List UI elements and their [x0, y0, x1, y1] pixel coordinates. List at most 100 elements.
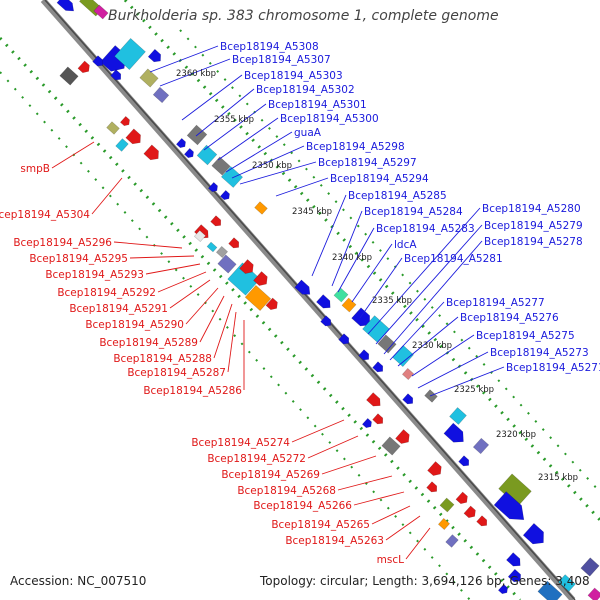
gene-label-lower[interactable]: Bcep18194_A5274 [191, 437, 290, 449]
gene-label-upper[interactable]: Bcep18194_A5275 [476, 330, 575, 342]
gene-feature [381, 436, 401, 456]
label-leader-line [231, 145, 305, 179]
accession-text: Accession: NC_007510 [10, 574, 147, 588]
label-leader-line [359, 257, 403, 319]
gene-feature [110, 69, 122, 81]
outer-ring-dotted [123, 0, 600, 522]
gene-feature [366, 392, 381, 407]
gene-label-lower[interactable]: Bcep18194_A5269 [221, 469, 320, 481]
gene-label-lower[interactable]: mscL [377, 554, 404, 566]
gene-label-upper[interactable]: Bcep18194_A5280 [482, 203, 581, 215]
gene-label-lower[interactable]: Bcep18194_A5286 [143, 385, 242, 397]
gene-feature [443, 422, 464, 443]
topology-text: Topology: circular; Length: 3,694,126 bp… [260, 574, 590, 588]
gene-feature [183, 147, 194, 159]
gene-feature [341, 297, 357, 313]
gene-label-lower[interactable]: Bcep18194_A5266 [253, 500, 352, 512]
gene-label-lower[interactable]: smpB [20, 163, 50, 175]
gene-label-upper[interactable]: Bcep18194_A5278 [484, 236, 583, 248]
label-leader-line [239, 161, 317, 185]
gene-feature [427, 461, 442, 476]
map-title: Burkholderia sp. 383 chromosome 1, compl… [108, 8, 499, 24]
gene-feature [77, 60, 90, 73]
label-leader-line [385, 515, 421, 541]
label-leader-line [113, 241, 183, 249]
gene-feature [476, 515, 488, 527]
label-leader-line [389, 301, 445, 361]
gene-feature [219, 189, 230, 201]
label-leader-line [397, 316, 459, 367]
label-leader-line [307, 435, 359, 459]
gene-label-lower[interactable]: Bcep18194_A5292 [57, 287, 156, 299]
gene-label-upper[interactable]: Bcep18194_A5298 [306, 141, 405, 153]
gene-feature [59, 66, 79, 86]
gene-feature [437, 517, 451, 531]
gene-feature [338, 333, 350, 345]
gene-feature [239, 259, 254, 274]
kbp-tick-label: 2340 kbp [332, 253, 372, 263]
gene-label-lower[interactable]: Bcep18194_A5272 [207, 453, 306, 465]
gene-feature [196, 144, 218, 166]
gene-label-lower[interactable]: Bcep18194_A5296 [13, 237, 112, 249]
gene-feature [152, 86, 170, 104]
label-leader-line [405, 527, 431, 560]
outer-ring-dotted-2 [179, 29, 600, 493]
gene-label-upper[interactable]: Bcep18194_A5281 [404, 253, 503, 265]
gene-label-lower[interactable]: Bcep18194_A5289 [99, 337, 198, 349]
gene-label-lower[interactable]: Bcep18194_A5288 [113, 353, 212, 365]
gene-feature [210, 215, 222, 227]
gene-label-upper[interactable]: Bcep18194_A5277 [446, 297, 545, 309]
gene-label-upper[interactable]: guaA [294, 127, 322, 139]
kbp-tick-label: 2320 kbp [496, 430, 536, 440]
gene-label-upper[interactable]: Bcep18194_A5301 [268, 99, 367, 111]
gene-label-lower[interactable]: Bcep18194_A5291 [69, 303, 168, 315]
gene-feature [497, 583, 508, 595]
gene-label-upper[interactable]: Bcep18194_A5308 [220, 41, 319, 53]
gene-feature [358, 349, 370, 361]
kbp-tick-label: 2355 kbp [214, 115, 254, 125]
gene-label-lower[interactable]: Bcep18194_A5304 [0, 209, 90, 221]
gene-feature [580, 557, 600, 577]
gene-feature [211, 156, 231, 176]
gene-label-upper[interactable]: Bcep18194_A5273 [490, 347, 589, 359]
gene-feature [522, 523, 544, 545]
label-leader-line [181, 74, 243, 121]
gene-feature [395, 429, 410, 444]
label-leader-line [351, 243, 393, 303]
gene-label-upper[interactable]: Bcep18194_A5303 [244, 70, 343, 82]
gene-feature [426, 481, 438, 493]
kbp-tick-label: 2350 kbp [252, 161, 292, 171]
gene-label-upper[interactable]: Bcep18194_A5294 [330, 173, 429, 185]
gene-label-upper[interactable]: Bcep18194_A5283 [376, 223, 475, 235]
label-leader-line [337, 475, 393, 491]
label-leader-line [367, 207, 481, 335]
label-leader-line [411, 334, 475, 377]
gene-feature [106, 121, 120, 135]
kbp-tick-label: 2315 kbp [538, 473, 578, 483]
gene-label-lower[interactable]: Bcep18194_A5268 [237, 485, 336, 497]
gene-label-upper[interactable]: Bcep18194_A5279 [484, 220, 583, 232]
label-leader-line [275, 177, 329, 197]
gene-label-lower[interactable]: Bcep18194_A5295 [29, 253, 128, 265]
gene-feature [147, 48, 161, 63]
label-leader-line [213, 303, 233, 359]
gene-label-upper[interactable]: Bcep18194_A5271 [506, 362, 600, 374]
gene-label-lower[interactable]: Bcep18194_A5293 [45, 269, 144, 281]
label-leader-line [417, 351, 489, 389]
gene-label-lower[interactable]: Bcep18194_A5290 [85, 319, 184, 331]
gene-label-upper[interactable]: Bcep18194_A5302 [256, 84, 355, 96]
gene-label-upper[interactable]: Bcep18194_A5307 [232, 54, 331, 66]
gene-label-upper[interactable]: Bcep18194_A5297 [318, 157, 417, 169]
gene-label-upper[interactable]: Bcep18194_A5276 [460, 312, 559, 324]
gene-label-upper[interactable]: Bcep18194_A5285 [348, 190, 447, 202]
gene-label-lower[interactable]: Bcep18194_A5287 [127, 367, 226, 379]
gene-label-upper[interactable]: Bcep18194_A5300 [280, 113, 379, 125]
gene-label-upper[interactable]: Bcep18194_A5284 [364, 206, 463, 218]
gene-label-upper[interactable]: ldcA [394, 239, 417, 251]
label-leader-line [169, 279, 211, 309]
gene-label-lower[interactable]: Bcep18194_A5263 [285, 535, 384, 547]
gene-feature [253, 271, 268, 286]
label-leader-line [199, 295, 225, 343]
gene-label-lower[interactable]: Bcep18194_A5265 [271, 519, 370, 531]
label-leader-line [185, 287, 219, 325]
